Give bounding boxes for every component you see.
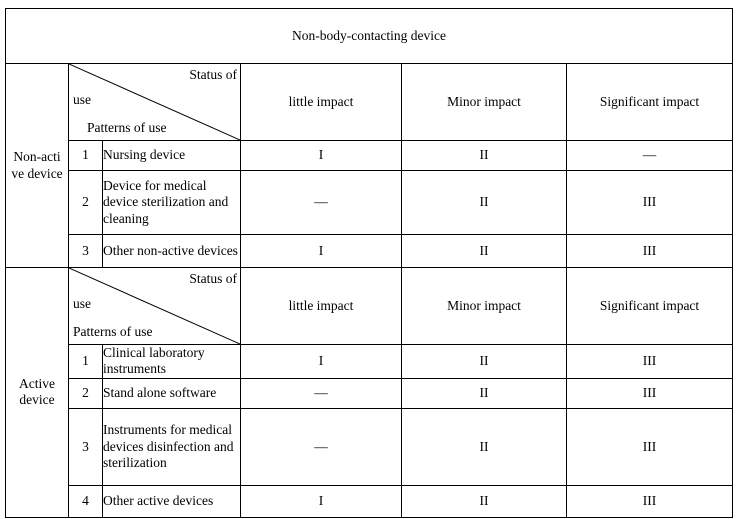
table-row: 4 Other active devices I II III xyxy=(6,484,734,518)
cell-minor-impact: II xyxy=(401,377,567,409)
row-description: Other active devices xyxy=(102,484,241,518)
column-header-significant-impact-1: Significant impact xyxy=(565,63,734,141)
table-title: Non-body-contacting device xyxy=(4,8,734,64)
column-header-minor-impact-2: Minor impact xyxy=(401,267,567,345)
diagonal-header-cell-1: Status of use Patterns of use xyxy=(68,63,241,141)
cell-little-impact: I xyxy=(240,140,402,171)
cell-minor-impact: II xyxy=(401,140,567,171)
cell-little-impact: I xyxy=(240,344,402,379)
row-number: 3 xyxy=(68,234,103,268)
row-number: 1 xyxy=(68,344,103,379)
table-row: 1 Nursing device I II — xyxy=(6,140,734,171)
cell-little-impact: — xyxy=(240,377,402,409)
row-number: 2 xyxy=(68,170,103,235)
cell-significant-impact: III xyxy=(565,484,734,518)
row-number: 2 xyxy=(68,377,103,409)
table-row: 2 Device for medical device sterilizatio… xyxy=(6,170,734,235)
table-row: 3 Other non-active devices I II III xyxy=(6,234,734,268)
row-number: 1 xyxy=(68,140,103,171)
column-header-significant-impact-2: Significant impact xyxy=(565,267,734,345)
table-row: 2 Stand alone software — II III xyxy=(6,377,734,409)
diagonal-header-status-of-label: Status of xyxy=(189,271,237,286)
group-label-non-active-device: Non-acti ve device xyxy=(5,63,69,268)
column-header-little-impact-2: little impact xyxy=(240,267,402,345)
diagonal-header-cell-2: Status of use Patterns of use xyxy=(68,267,241,345)
diagonal-header-patterns-of-use-label: Patterns of use xyxy=(87,119,167,135)
cell-little-impact: — xyxy=(240,170,402,235)
device-risk-classification-table: Non-body-contacting device Non-acti ve d… xyxy=(4,8,734,518)
cell-minor-impact: II xyxy=(401,170,567,235)
row-description: Device for medical device sterilization … xyxy=(102,170,241,235)
table-row: 3 Instruments for medical devices disinf… xyxy=(6,407,734,486)
cell-significant-impact: III xyxy=(565,234,734,268)
group-header-row: Active device Status of use Patterns of … xyxy=(5,267,734,518)
diagonal-divider-line-icon xyxy=(69,268,240,344)
cell-little-impact: I xyxy=(240,234,402,268)
row-description: Other non-active devices xyxy=(102,234,241,268)
group-label-active-device: Active device xyxy=(5,267,69,518)
row-number: 3 xyxy=(68,407,103,486)
cell-little-impact: I xyxy=(240,484,402,518)
column-header-little-impact-1: little impact xyxy=(240,63,402,141)
row-description: Instruments for medical devices disinfec… xyxy=(102,407,241,486)
diagonal-header-status-of-label: Status of xyxy=(189,67,237,82)
cell-significant-impact: — xyxy=(565,140,734,171)
row-description: Clinical laboratory instruments xyxy=(102,344,241,379)
cell-significant-impact: III xyxy=(565,170,734,235)
table-row: 1 Clinical laboratory instruments I II I… xyxy=(6,344,734,379)
cell-minor-impact: II xyxy=(401,484,567,518)
row-description: Nursing device xyxy=(102,140,241,171)
diagonal-divider-line-icon xyxy=(69,64,240,140)
cell-significant-impact: III xyxy=(565,377,734,409)
row-description: Stand alone software xyxy=(102,377,241,409)
cell-minor-impact: II xyxy=(401,344,567,379)
cell-minor-impact: II xyxy=(401,407,567,486)
table-title-row: Non-body-contacting device xyxy=(4,8,734,64)
diagonal-header-use-label: use xyxy=(73,92,91,107)
diagonal-header-patterns-of-use-label: Patterns of use xyxy=(73,323,153,339)
row-number: 4 xyxy=(68,484,103,518)
cell-significant-impact: III xyxy=(565,407,734,486)
diagonal-header-use-label: use xyxy=(73,296,91,311)
group-header-row: Non-acti ve device Status of use Pattern… xyxy=(5,63,734,268)
column-header-minor-impact-1: Minor impact xyxy=(401,63,567,141)
cell-little-impact: — xyxy=(240,407,402,486)
cell-minor-impact: II xyxy=(401,234,567,268)
cell-significant-impact: III xyxy=(565,344,734,379)
